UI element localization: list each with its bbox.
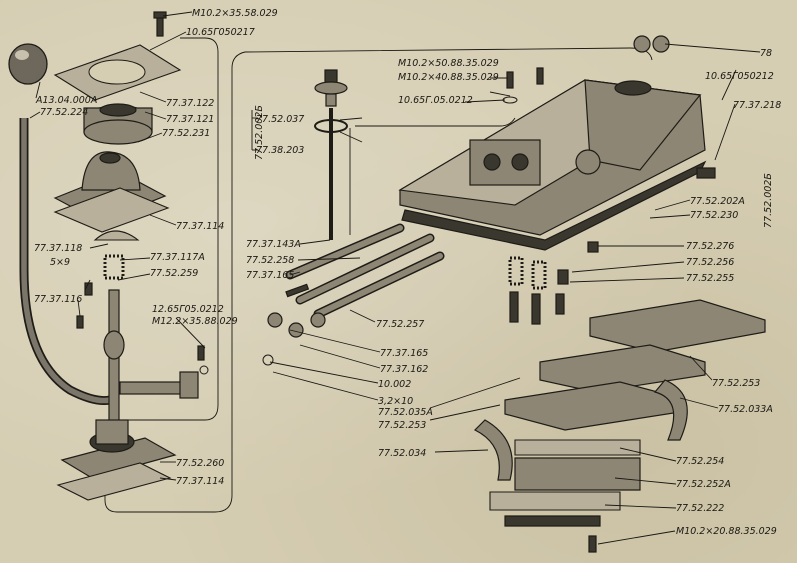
label-77-52-202a: 77.52.202A — [690, 196, 745, 207]
plug-right — [696, 167, 716, 179]
lever-fork — [119, 371, 199, 399]
label-77-52-252a: 77.52.252A — [676, 479, 731, 490]
label-77-37-116: 77.37.116 — [34, 294, 82, 305]
label-77-37-118: 77.37.118 — [34, 243, 82, 254]
gearbox-cover — [398, 79, 706, 236]
label-m10-40-88: M10.2×40.88.35.029 — [398, 72, 499, 83]
label-m10-35-58: M10.2×35.58.029 — [192, 8, 278, 19]
detent-springs — [508, 241, 599, 325]
label-77-52-224: 77.52.224 — [40, 107, 88, 118]
label-77-38-203: 77.38.203 — [256, 145, 304, 156]
label-12-65: 12.65Г05.0212 — [152, 304, 224, 315]
label-77-52-253-b: 77.52.253 — [712, 378, 760, 389]
balls — [633, 35, 670, 53]
label-77-37-165-a: 77.37.165 — [246, 270, 294, 281]
label-10-002: 10.002 — [378, 379, 411, 390]
label-77-37-122: 77.37.122 — [166, 98, 214, 109]
label-77-52-276: 77.52.276 — [686, 241, 734, 252]
label-77-52-035a: 77.52.035A — [378, 407, 433, 418]
label-78: 78 — [760, 48, 772, 59]
pin-left-2 — [76, 315, 84, 329]
label-10-65-right: 10.65Г050212 — [705, 71, 774, 82]
label-m10-50-88: M10.2×50.88.35.029 — [398, 58, 499, 69]
shift-forks — [473, 299, 766, 481]
label-5x9: 5×9 — [50, 257, 70, 268]
label-vertical-77-52-002b: 77.52.002Б — [254, 105, 265, 160]
top-gasket-plate — [53, 44, 182, 101]
knob — [8, 43, 48, 85]
shift-rods — [262, 223, 445, 366]
label-77-52-253-a: 77.52.253 — [378, 420, 426, 431]
label-77-52-258: 77.52.258 — [246, 255, 294, 266]
label-77-37-121: 77.37.121 — [166, 114, 214, 125]
interlock-plates — [489, 439, 641, 527]
small-pin-center — [285, 283, 310, 298]
label-m12-35-88: M12.2×35.88.029 — [152, 316, 238, 327]
label-77-37-162: 77.37.162 — [380, 364, 428, 375]
assembly-outline-inner — [355, 117, 516, 127]
label-77-52-033a: 77.52.033A — [718, 404, 773, 415]
base-gasket — [56, 462, 172, 501]
label-77-52-037: 77.52.037 — [256, 114, 304, 125]
cup-seal — [93, 230, 140, 241]
label-77-52-230: 77.52.230 — [690, 210, 738, 221]
boot-ring — [83, 103, 153, 145]
label-a13: A13.04.000A — [35, 95, 97, 106]
label-77-52-254: 77.52.254 — [676, 456, 724, 467]
dipstick — [314, 69, 348, 240]
label-77-52-259: 77.52.259 — [150, 268, 198, 279]
bolt-m12 — [197, 345, 205, 361]
label-10-65-top: 10.65Г050217 — [186, 27, 255, 38]
top-bolts — [502, 67, 544, 104]
label-77-37-218: 77.37.218 — [733, 100, 781, 111]
label-77-52-231: 77.52.231 — [162, 128, 210, 139]
label-77-52-257: 77.52.257 — [376, 319, 424, 330]
label-m10-20-88: M10.2×20.88.35.029 — [676, 526, 777, 537]
lower-gasket — [53, 187, 170, 233]
lever-rod-curved — [19, 118, 111, 405]
label-77-37-165-b: 77.37.165 — [380, 348, 428, 359]
label-vertical-77-52-002b-right: 77.52.002Б — [763, 173, 774, 228]
label-77-37-114-a: 77.37.114 — [176, 221, 224, 232]
label-77-37-114-b: 77.37.114 — [176, 476, 224, 487]
assembly-outline-left — [104, 37, 653, 513]
label-77-37-143a: 77.37.143A — [246, 239, 301, 250]
base-housing — [60, 419, 177, 479]
label-77-52-034: 77.52.034 — [378, 448, 426, 459]
bottom-bolt — [588, 535, 597, 553]
label-77-52-255: 77.52.255 — [686, 273, 734, 284]
label-3-2x10: 3,2×10 — [378, 396, 413, 407]
label-77-52-260: 77.52.260 — [176, 458, 224, 469]
pin-left — [84, 282, 93, 296]
label-10-65-mid: 10.65Г.05.0212 — [398, 95, 473, 106]
label-77-37-117a: 77.37.117A — [150, 252, 205, 263]
label-77-52-256: 77.52.256 — [686, 257, 734, 268]
spring-small — [103, 254, 125, 280]
label-77-52-222: 77.52.222 — [676, 503, 724, 514]
